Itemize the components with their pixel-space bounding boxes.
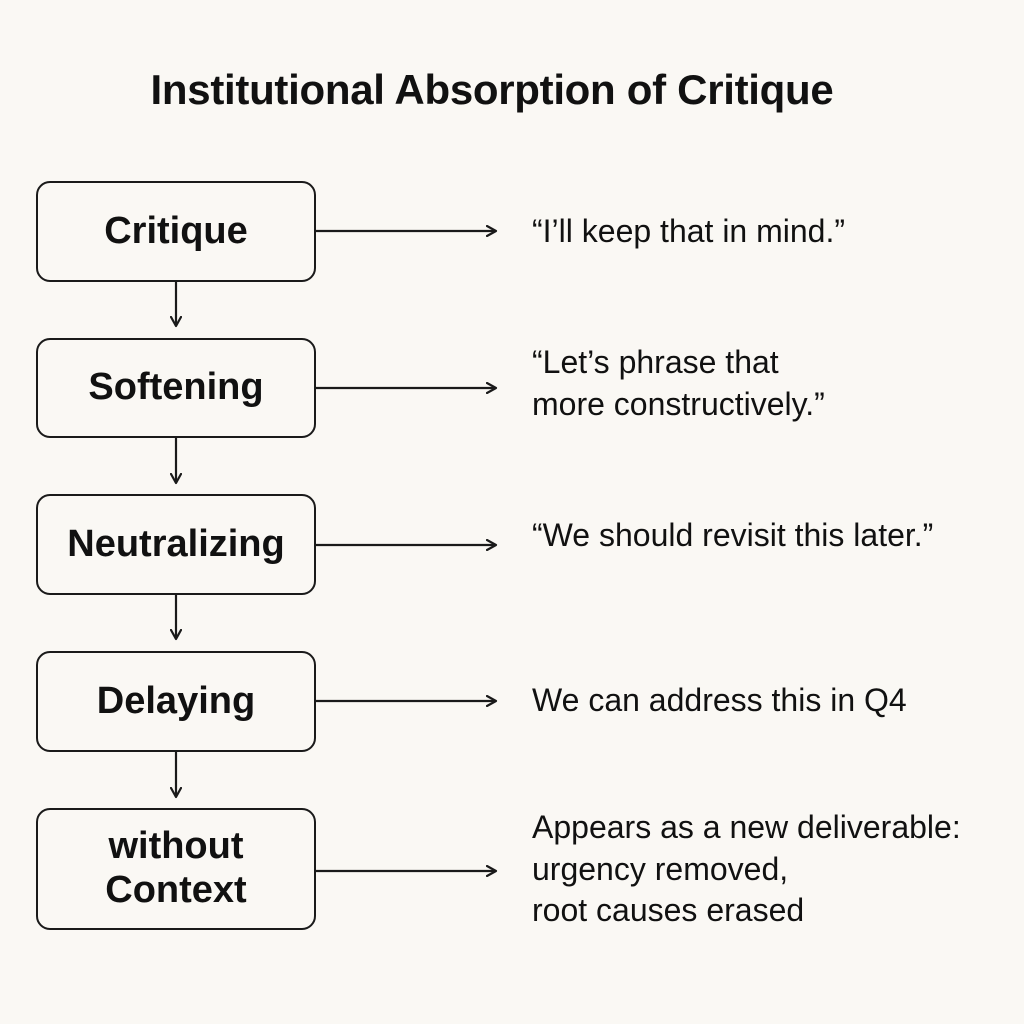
response-softening: “Let’s phrase that more constructively.”	[532, 344, 825, 422]
stage-box-softening: Softening	[36, 338, 316, 438]
response-without-context: Appears as a new deliverable: urgency re…	[532, 809, 961, 929]
stage-box-critique: Critique	[36, 181, 316, 282]
stage-box-without-context: without Context	[36, 808, 316, 930]
diagram-title: Institutional Absorption of Critique	[150, 66, 834, 113]
response-delaying: We can address this in Q4	[532, 682, 907, 718]
stage-label: Critique	[104, 209, 248, 252]
stage-label: Delaying	[96, 679, 256, 722]
stage-box-delaying: Delaying	[36, 651, 316, 752]
stage-label: Neutralizing	[67, 522, 285, 565]
stage-box-neutralizing: Neutralizing	[36, 494, 316, 595]
stage-label: Softening	[88, 366, 264, 409]
stage-label: without Context	[105, 825, 247, 911]
response-critique: “I’ll keep that in mind.”	[532, 213, 846, 249]
response-neutralizing: “We should revisit this later.”	[532, 517, 934, 553]
